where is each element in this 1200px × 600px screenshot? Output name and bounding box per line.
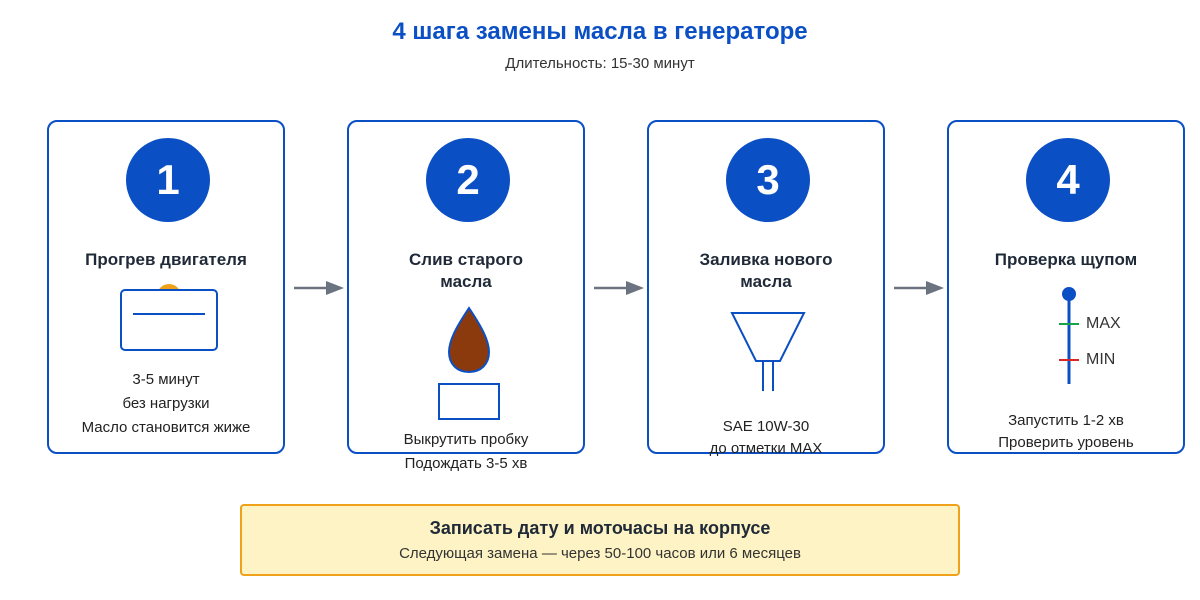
detail-line: Масло становится жиже [81, 419, 251, 436]
note-title: Записать дату и моточасы на корпусе [242, 518, 958, 539]
step-details: 3-5 минут без нагрузки Масло становится … [49, 368, 283, 440]
step-card-4: 4 Проверка щупом MAX MIN Запустить 1-2 х… [947, 120, 1185, 454]
step-details: Выкрутить пробку Подождать 3-5 хв [349, 428, 583, 476]
arrow-right-icon [894, 281, 944, 295]
oil-drop-icon [438, 306, 500, 420]
step-card-1: 1 Прогрев двигателя 3-5 минут без нагруз… [47, 120, 285, 454]
detail-line: до отметки MAX [709, 440, 823, 457]
page-title: 4 шага замены масла в генераторе [392, 18, 808, 45]
note-text: Следующая замена — через 50-100 часов ил… [399, 545, 801, 562]
detail-line: без нагрузки [122, 395, 210, 412]
min-mark-label: MIN [1086, 351, 1116, 368]
step-number-badge: 1 [126, 138, 210, 222]
max-mark-label: MAX [1086, 315, 1121, 332]
title-line: масла [740, 272, 792, 291]
step-title: Проверка щупом [994, 250, 1138, 269]
detail-line: 3-5 минут [132, 371, 200, 388]
arrow-right-icon [594, 281, 644, 295]
duration-subtitle: Длительность: 15-30 минут [505, 55, 695, 72]
step-details: Запустить 1-2 хв Проверить уровень [949, 410, 1183, 454]
step-number-badge: 3 [726, 138, 810, 222]
detail-line: Запустить 1-2 хв [1008, 412, 1124, 429]
step-title: Слив старого масла [349, 249, 583, 293]
step-card-3: 3 Заливка нового масла SAE 10W-30 до отм… [647, 120, 885, 457]
step-number-badge: 2 [426, 138, 510, 222]
step-title: Заливка нового масла [649, 249, 883, 293]
step-details: SAE 10W-30 до отметки MAX [649, 416, 883, 460]
detail-line: Выкрутить пробку [403, 431, 529, 448]
detail-line: SAE 10W-30 [722, 418, 810, 435]
funnel-icon [730, 312, 806, 391]
step-title: Прогрев двигателя [85, 250, 247, 269]
step-card-2: 2 Слив старого масла Выкрутить пробку По… [347, 120, 585, 472]
note-title-text: Записать дату и моточасы на корпусе [429, 518, 771, 538]
title-line: Заливка нового [699, 250, 833, 269]
arrow-right-icon [294, 281, 344, 295]
detail-line: Подождать 3-5 хв [404, 455, 528, 472]
detail-line: Проверить уровень [998, 434, 1134, 451]
engine-icon [120, 284, 218, 351]
reminder-note: Записать дату и моточасы на корпусе След… [240, 504, 960, 576]
step-number-badge: 4 [1026, 138, 1110, 222]
title-line: масла [440, 272, 492, 291]
title-line: Слив старого [409, 250, 523, 269]
dipstick-icon [1059, 287, 1079, 384]
